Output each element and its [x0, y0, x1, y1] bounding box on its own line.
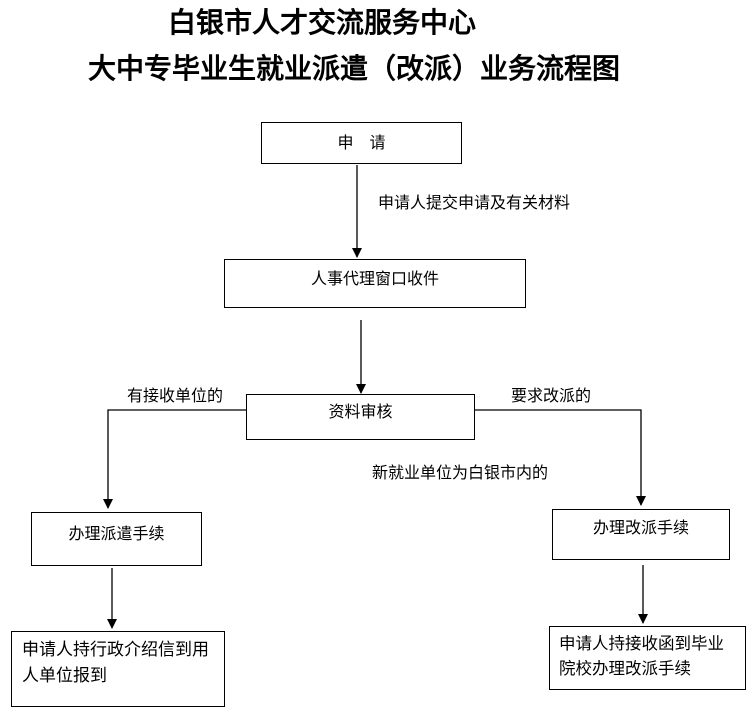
node-school-label: 申请人持接收函到毕业院校办理改派手续	[559, 634, 724, 678]
node-receive: 人事代理窗口收件	[224, 259, 526, 308]
node-apply: 申 请	[261, 122, 462, 164]
node-school: 申请人持接收函到毕业院校办理改派手续	[549, 626, 746, 690]
node-receive-label: 人事代理窗口收件	[310, 269, 439, 288]
edge-label-require-change: 要求改派的	[511, 386, 592, 405]
node-redispatch: 办理改派手续	[552, 509, 730, 560]
edge-label-submit: 申请人提交申请及有关材料	[378, 193, 571, 212]
node-dispatch-label: 办理派遣手续	[68, 524, 165, 543]
arrow-review-to-dispatch	[103, 409, 246, 509]
edge-label-new-unit-local: 新就业单位为白银市内的	[372, 463, 549, 482]
diagram-title-line2: 大中专毕业生就业派遣（改派）业务流程图	[87, 52, 620, 85]
node-dispatch: 办理派遣手续	[31, 512, 202, 566]
node-report: 申请人持行政介绍信到用人单位报到	[11, 631, 225, 707]
node-review: 资料审核	[246, 394, 475, 440]
arrow-review-to-redispatch	[475, 409, 646, 506]
node-review-label: 资料审核	[328, 402, 393, 421]
node-redispatch-label: 办理改派手续	[592, 518, 689, 537]
node-report-label: 申请人持行政介绍信到用人单位报到	[22, 640, 209, 686]
edge-label-has-unit: 有接收单位的	[127, 386, 224, 405]
diagram-title-line1: 白银市人才交流服务中心	[167, 6, 476, 39]
node-apply-label: 申 请	[337, 133, 386, 152]
